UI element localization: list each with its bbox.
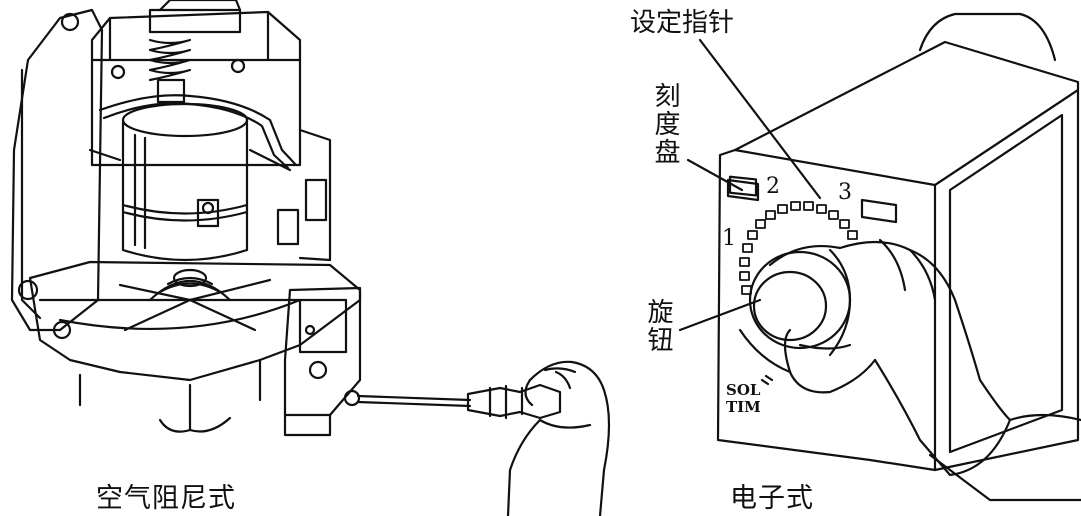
label-set-pointer: 设定指针 xyxy=(630,8,735,38)
brand-line-1: SOL xyxy=(726,381,761,399)
dial-number-1: 1 xyxy=(722,226,736,251)
dial-number-3: 3 xyxy=(838,180,852,205)
caption-air-damping: 空气阻尼式 xyxy=(96,483,236,514)
label-scale-dial: 刻度盘 xyxy=(650,82,680,166)
caption-electronic: 电子式 xyxy=(730,483,814,514)
dial-number-2: 2 xyxy=(766,174,780,199)
brand-mark: SOL TIM xyxy=(726,382,761,416)
electronic-timer-drawing xyxy=(680,14,1081,500)
label-knob: 旋钮 xyxy=(643,298,673,354)
brand-line-2: TIM xyxy=(726,398,761,416)
air-damping-relay-drawing xyxy=(12,0,609,516)
